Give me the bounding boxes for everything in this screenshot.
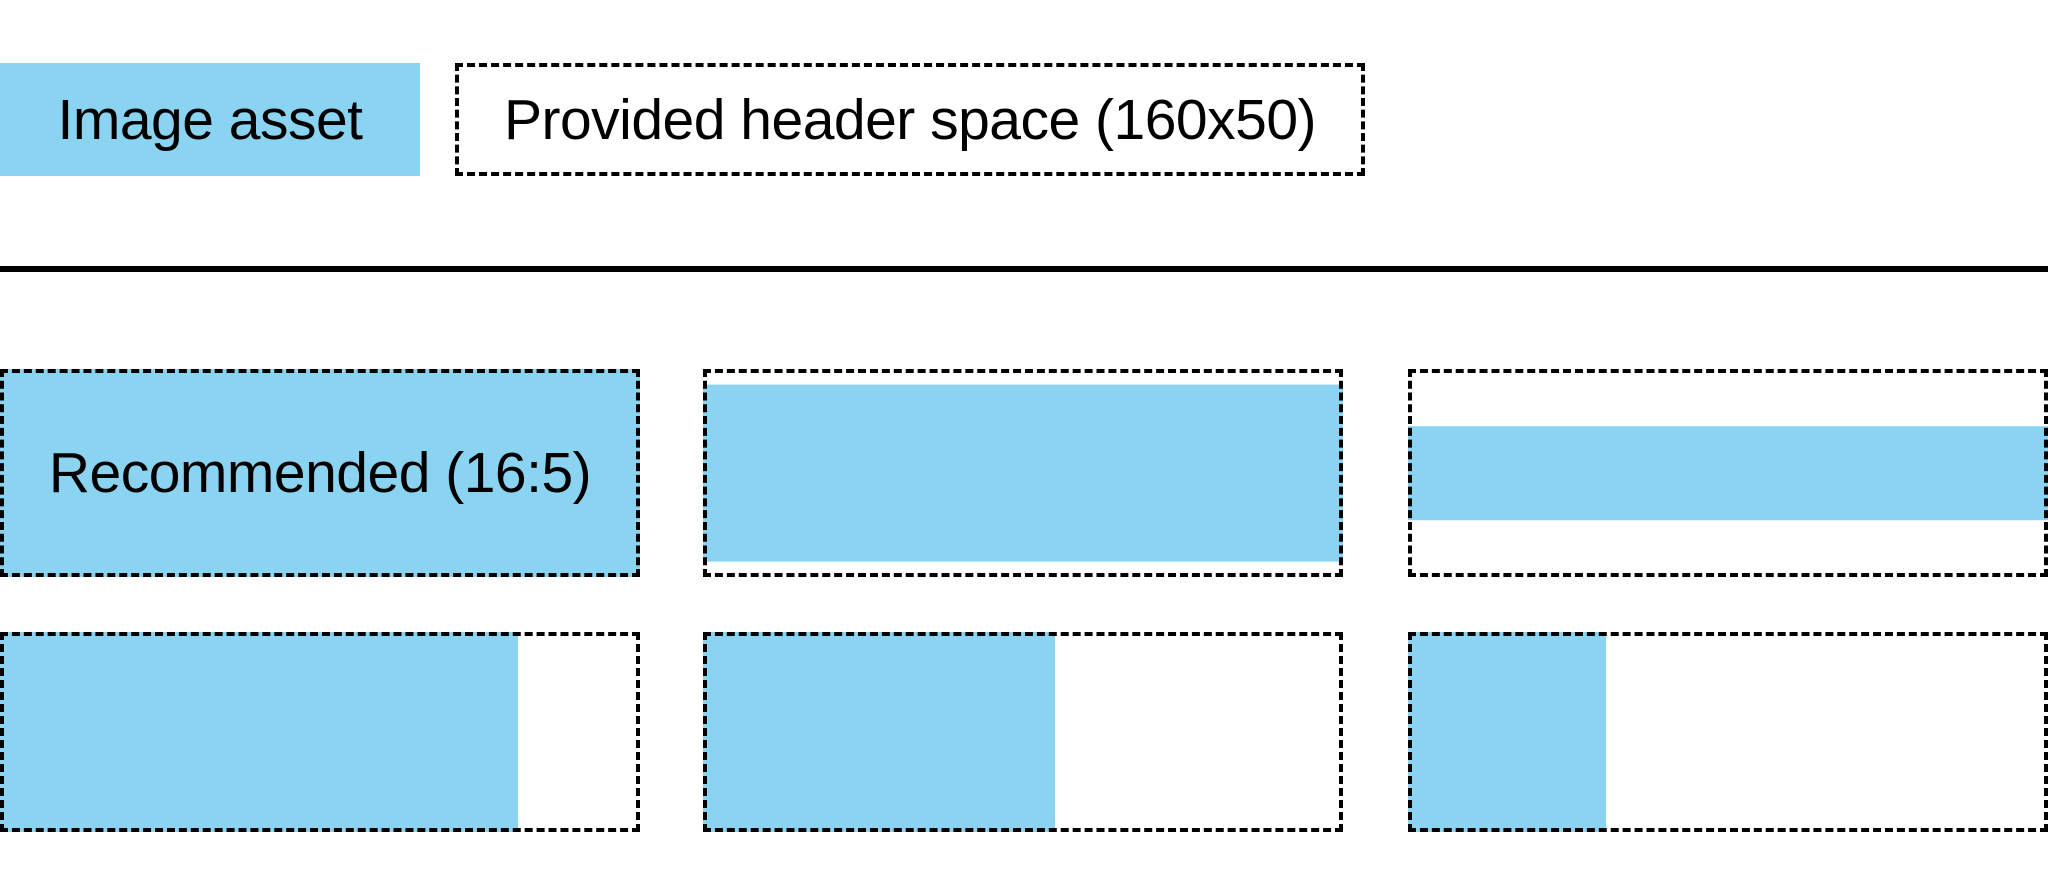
legend-image-asset-swatch: Image asset xyxy=(0,63,420,176)
divider-line xyxy=(0,266,2048,272)
tile-wider-letterbox xyxy=(1408,369,2048,577)
image-asset-fill xyxy=(703,384,1343,562)
tile-recommended: Recommended (16:5) xyxy=(0,369,640,577)
tile-narrow-55 xyxy=(703,632,1343,832)
tile-narrow-31 xyxy=(1408,632,2048,832)
legend-header-space-box: Provided header space (160x50) xyxy=(455,63,1365,176)
image-asset-fill xyxy=(1408,426,2048,520)
image-asset-fill xyxy=(1408,632,1607,832)
image-asset-fill xyxy=(0,369,640,577)
image-asset-fill xyxy=(703,632,1055,832)
legend-image-asset-label: Image asset xyxy=(57,87,364,152)
legend-header-space-label: Provided header space (160x50) xyxy=(503,87,1317,152)
tile-narrow-81 xyxy=(0,632,640,832)
image-asset-fill xyxy=(0,632,519,832)
tile-wide-letterbox xyxy=(703,369,1343,577)
tile-recommended-label: Recommended (16:5) xyxy=(48,441,592,505)
